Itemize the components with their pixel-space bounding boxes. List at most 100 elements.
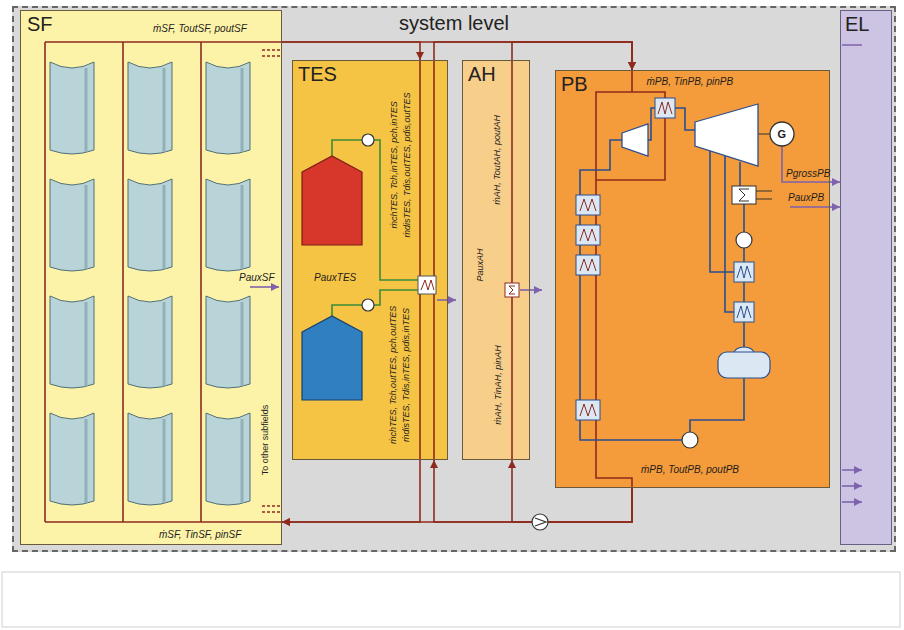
heat-exchanger (418, 276, 436, 294)
solar-collector (206, 296, 250, 388)
flow-label: ṁdisTES, Tdis,inTES, pdis,inTES (402, 308, 412, 442)
solar-collector (50, 296, 94, 388)
note-label: To other subfields (261, 405, 271, 476)
power-arrow (842, 45, 862, 470)
storage-tank (302, 156, 362, 245)
empty-caption-box (2, 572, 900, 627)
water-steam-line (580, 140, 682, 440)
htf-pipe (596, 70, 665, 488)
pipe-connector (512, 42, 632, 70)
pump-symbol (682, 432, 698, 448)
pump-symbol (362, 134, 752, 530)
power-arrow (437, 299, 456, 301)
condenser-symbol (732, 186, 756, 204)
storage-tank (302, 316, 362, 400)
pump-symbol (362, 134, 374, 146)
pipe-connector (282, 42, 420, 60)
flow-label: ṁdisTES, Tdis,outTES, pdis,outTES (402, 92, 412, 237)
exchanger-coil (421, 102, 751, 416)
solar-collector (206, 179, 250, 271)
power-arrow (842, 501, 862, 503)
solar-collector (206, 62, 250, 154)
heat-exchanger (576, 225, 600, 245)
box-title: TES (293, 61, 342, 88)
flow-label: ṁchTES, Tch,outTES, pch,outTES (389, 306, 399, 444)
exchanger-coil (580, 199, 596, 211)
heat-exchanger (655, 98, 675, 118)
solar-collector (128, 413, 172, 505)
flow-label: ṁPB, TinPB, pinPB (647, 76, 734, 87)
exchanger-coil (580, 259, 596, 271)
heat-exchanger (734, 262, 754, 282)
pipe-connector (282, 460, 420, 522)
exchanger-coil (580, 229, 596, 241)
power-label: PauxTES (314, 272, 356, 283)
pump-symbol (362, 299, 374, 311)
power-label: PauxSF (239, 272, 275, 283)
htf-pipe (45, 42, 665, 522)
power-block-box: PB (555, 70, 830, 488)
heater-symbol (505, 283, 519, 297)
condenser-symbol (739, 189, 749, 201)
node-fill (20, 10, 282, 545)
power-connector (830, 181, 840, 183)
power-stub (782, 146, 830, 207)
storage-box: TES (292, 60, 448, 460)
box-title: AH (463, 61, 501, 88)
box-title: SF (21, 11, 59, 38)
turbine-symbol (695, 104, 758, 166)
power-arrow (250, 286, 279, 288)
connector-layer (282, 42, 840, 522)
exchanger-coil (737, 266, 751, 278)
pump-symbol (535, 518, 546, 526)
solar-collector (128, 62, 172, 154)
node-fill (12, 6, 896, 552)
node-fill (462, 60, 530, 460)
generator-symbol (770, 122, 794, 146)
node-fill (292, 60, 448, 460)
node-fill (840, 10, 892, 545)
flow-label: ṁSF, TinSF, pinSF (159, 529, 241, 540)
power-label: PauxPB (788, 192, 824, 203)
heater-symbol (505, 283, 519, 297)
pipe-connector (434, 460, 632, 522)
solar-collector (128, 179, 172, 271)
solar-collector (50, 179, 94, 271)
power-arrow (250, 45, 862, 502)
exchanger-coil (580, 404, 596, 416)
htf-pipe (420, 60, 434, 460)
pipe-connector (282, 488, 632, 522)
solar-collector (206, 413, 250, 505)
condenser-symbol (732, 186, 756, 204)
node-fill (12, 6, 896, 552)
power-arrow (842, 485, 862, 487)
solar-collector (128, 296, 172, 388)
storage-tank (302, 156, 362, 400)
heat-exchanger (734, 302, 754, 322)
water-steam-line (710, 151, 734, 312)
power-arrow (520, 289, 542, 291)
box-title: EL (841, 11, 873, 38)
turbine-symbol (622, 104, 758, 166)
deaerator-tank (718, 352, 770, 378)
heat-exchanger (576, 195, 600, 215)
exchanger-coil (421, 280, 434, 290)
solar-collector (50, 62, 94, 154)
pipe-connector (512, 460, 632, 522)
heater-symbol (509, 286, 515, 294)
flow-label: ṁPB, ToutPB, poutPB (641, 464, 739, 475)
power-label: PgrossPB (786, 168, 830, 179)
solar-collector (50, 62, 250, 505)
exchanger-coil (658, 102, 672, 114)
pipe-line (45, 42, 862, 522)
box-title: system level (394, 8, 514, 39)
system-boundary: system level SF TES AH PB EL (12, 6, 896, 552)
power-connector (830, 206, 840, 208)
turbine-symbol (622, 124, 648, 156)
generator-symbol (770, 122, 794, 146)
pump-symbol (532, 514, 548, 530)
power-stub (782, 146, 830, 207)
generator-letter: G (778, 128, 787, 140)
